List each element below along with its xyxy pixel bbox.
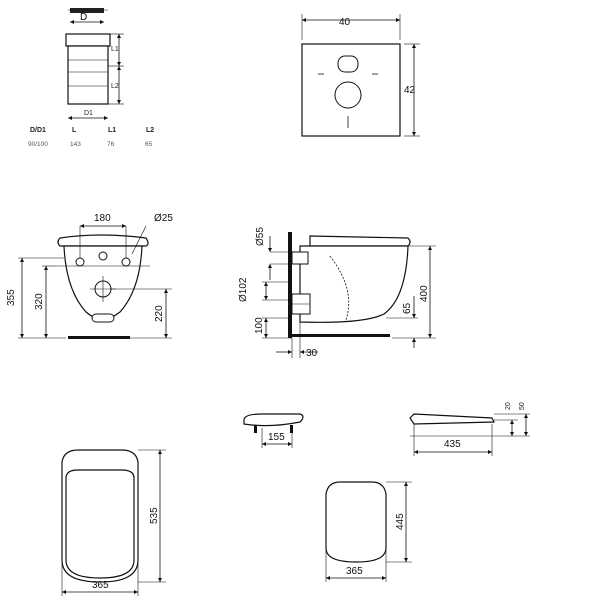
height-100-label: 100 xyxy=(254,317,265,334)
pipe-connector-drawing: D L1 L2 D1 xyxy=(65,8,124,120)
table-header-d: D/D1 xyxy=(30,127,46,134)
pipe-l2-label: L2 xyxy=(111,83,119,90)
plate-height-label: 42 xyxy=(404,85,416,96)
front-hole-left xyxy=(75,257,85,267)
seat-top-width-label: 365 xyxy=(346,566,363,577)
seat-side-drawing: 20 50 435 xyxy=(409,402,530,456)
pipe-body xyxy=(67,45,109,105)
seat-outline xyxy=(325,481,387,563)
front-seat-lid xyxy=(57,234,149,247)
front-hole-right xyxy=(121,257,131,267)
table-cell-l: 143 xyxy=(70,141,81,148)
pipe-collar xyxy=(65,33,111,47)
plate-width-label: 40 xyxy=(339,17,351,28)
side-seat xyxy=(309,235,411,247)
table-header-l: L xyxy=(72,127,77,134)
hinge-spacing-label: 155 xyxy=(268,432,285,443)
seat-height-50-label: 50 xyxy=(519,402,526,410)
table-header-l1: L1 xyxy=(108,127,116,134)
diameter-102-label: Ø102 xyxy=(238,277,249,302)
pipe-l1-label: L1 xyxy=(111,46,119,53)
pipe-cap xyxy=(70,8,104,13)
bowl-top-view-drawing: 535 365 xyxy=(61,449,166,596)
diameter-55-label: Ø55 xyxy=(255,227,266,246)
plate-upper-opening xyxy=(337,55,359,73)
seat-top-length-label: 445 xyxy=(395,513,406,530)
table-header-l2: L2 xyxy=(146,127,154,134)
seat-top-view-drawing: 445 365 xyxy=(325,481,412,582)
pipe-d-label: D xyxy=(80,12,87,23)
lower-height-label: 220 xyxy=(154,305,165,322)
side-bowl xyxy=(299,245,409,323)
total-height-label: 355 xyxy=(6,289,17,306)
pipe-dimension-table: D/D1 L L1 L2 90/100 143 76 65 xyxy=(28,127,154,148)
height-65-label: 65 xyxy=(402,302,413,314)
upper-height-label: 320 xyxy=(34,293,45,310)
seat-length-label: 435 xyxy=(444,439,461,450)
seat-height-20-label: 20 xyxy=(505,402,512,410)
hole-diameter-label: Ø25 xyxy=(154,213,173,224)
table-cell-l2: 65 xyxy=(145,141,153,148)
hole-spacing-label: 180 xyxy=(94,213,111,224)
side-wall xyxy=(288,232,292,338)
height-400-label: 400 xyxy=(419,285,430,302)
front-view-drawing: 180 Ø25 355 320 220 xyxy=(6,213,173,339)
mounting-plate-drawing: 40 42 xyxy=(301,14,420,137)
seat-profile-drawing: 155 xyxy=(243,413,304,448)
bowl-width-label: 365 xyxy=(92,580,109,591)
width-30-label: 30 xyxy=(306,348,318,359)
bowl-seat-outline xyxy=(65,469,135,579)
table-cell-d: 90/100 xyxy=(28,141,48,148)
table-cell-l1: 76 xyxy=(107,141,115,148)
pipe-d1-label: D1 xyxy=(84,110,93,117)
plate-drain-opening xyxy=(334,81,362,109)
side-view-drawing: Ø55 Ø102 100 400 65 30 xyxy=(238,227,436,359)
bowl-length-label: 535 xyxy=(149,507,160,524)
